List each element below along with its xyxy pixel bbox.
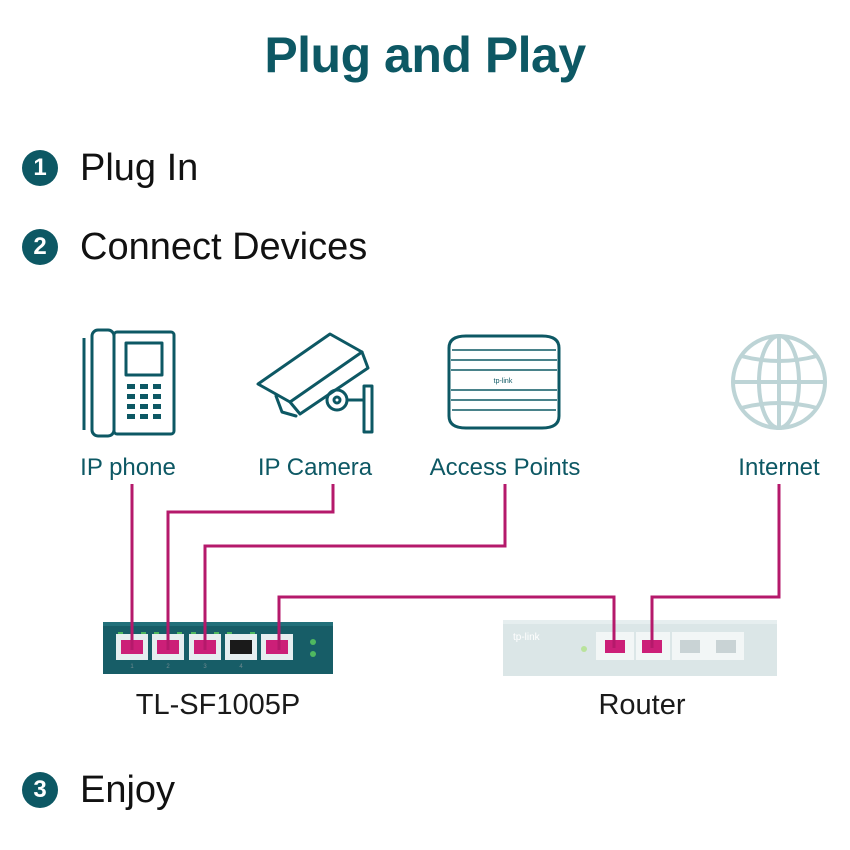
access-point-icon: tp-link: [447, 334, 561, 430]
access-points-label: Access Points: [430, 454, 581, 481]
switch-label: TL-SF1005P: [136, 689, 300, 721]
port-number-2: 2: [166, 664, 170, 670]
step-number-2: 2: [22, 229, 58, 265]
router-brand-label: tp-link: [513, 632, 541, 643]
step-label-2: Connect Devices: [80, 225, 368, 268]
port-number-1: 1: [130, 664, 134, 670]
step-enjoy: 3 Enjoy: [22, 768, 176, 811]
ap-brand-label: tp-link: [494, 378, 513, 385]
step-connect-devices: 2 Connect Devices: [22, 225, 368, 268]
cables: [130, 484, 781, 650]
internet-label: Internet: [738, 454, 820, 481]
port-number-4: 4: [239, 664, 243, 670]
globe-icon: [731, 334, 827, 430]
page-title: Plug and Play: [264, 27, 586, 83]
switch-ports: [116, 634, 293, 660]
step-number-1: 1: [22, 150, 58, 186]
cable-switch-router: [277, 595, 616, 650]
ip-camera-label: IP Camera: [258, 454, 373, 481]
cable-camera: [166, 484, 335, 650]
phone-icon: [82, 328, 176, 438]
port-number-3: 3: [203, 664, 207, 670]
ip-phone-label: IP phone: [80, 454, 176, 481]
step-number-3: 3: [22, 772, 58, 808]
step-plug-in: 1 Plug In: [22, 146, 199, 189]
router-device: tp-link: [503, 620, 777, 676]
cable-internet: [650, 484, 781, 648]
cable-access-points: [203, 484, 507, 650]
router-label: Router: [598, 689, 685, 721]
switch-device: 1 2 3 4: [103, 622, 333, 674]
step-label-3: Enjoy: [80, 768, 176, 811]
camera-icon: [256, 332, 374, 434]
switch-leds: [118, 632, 316, 657]
step-label-1: Plug In: [80, 146, 199, 189]
